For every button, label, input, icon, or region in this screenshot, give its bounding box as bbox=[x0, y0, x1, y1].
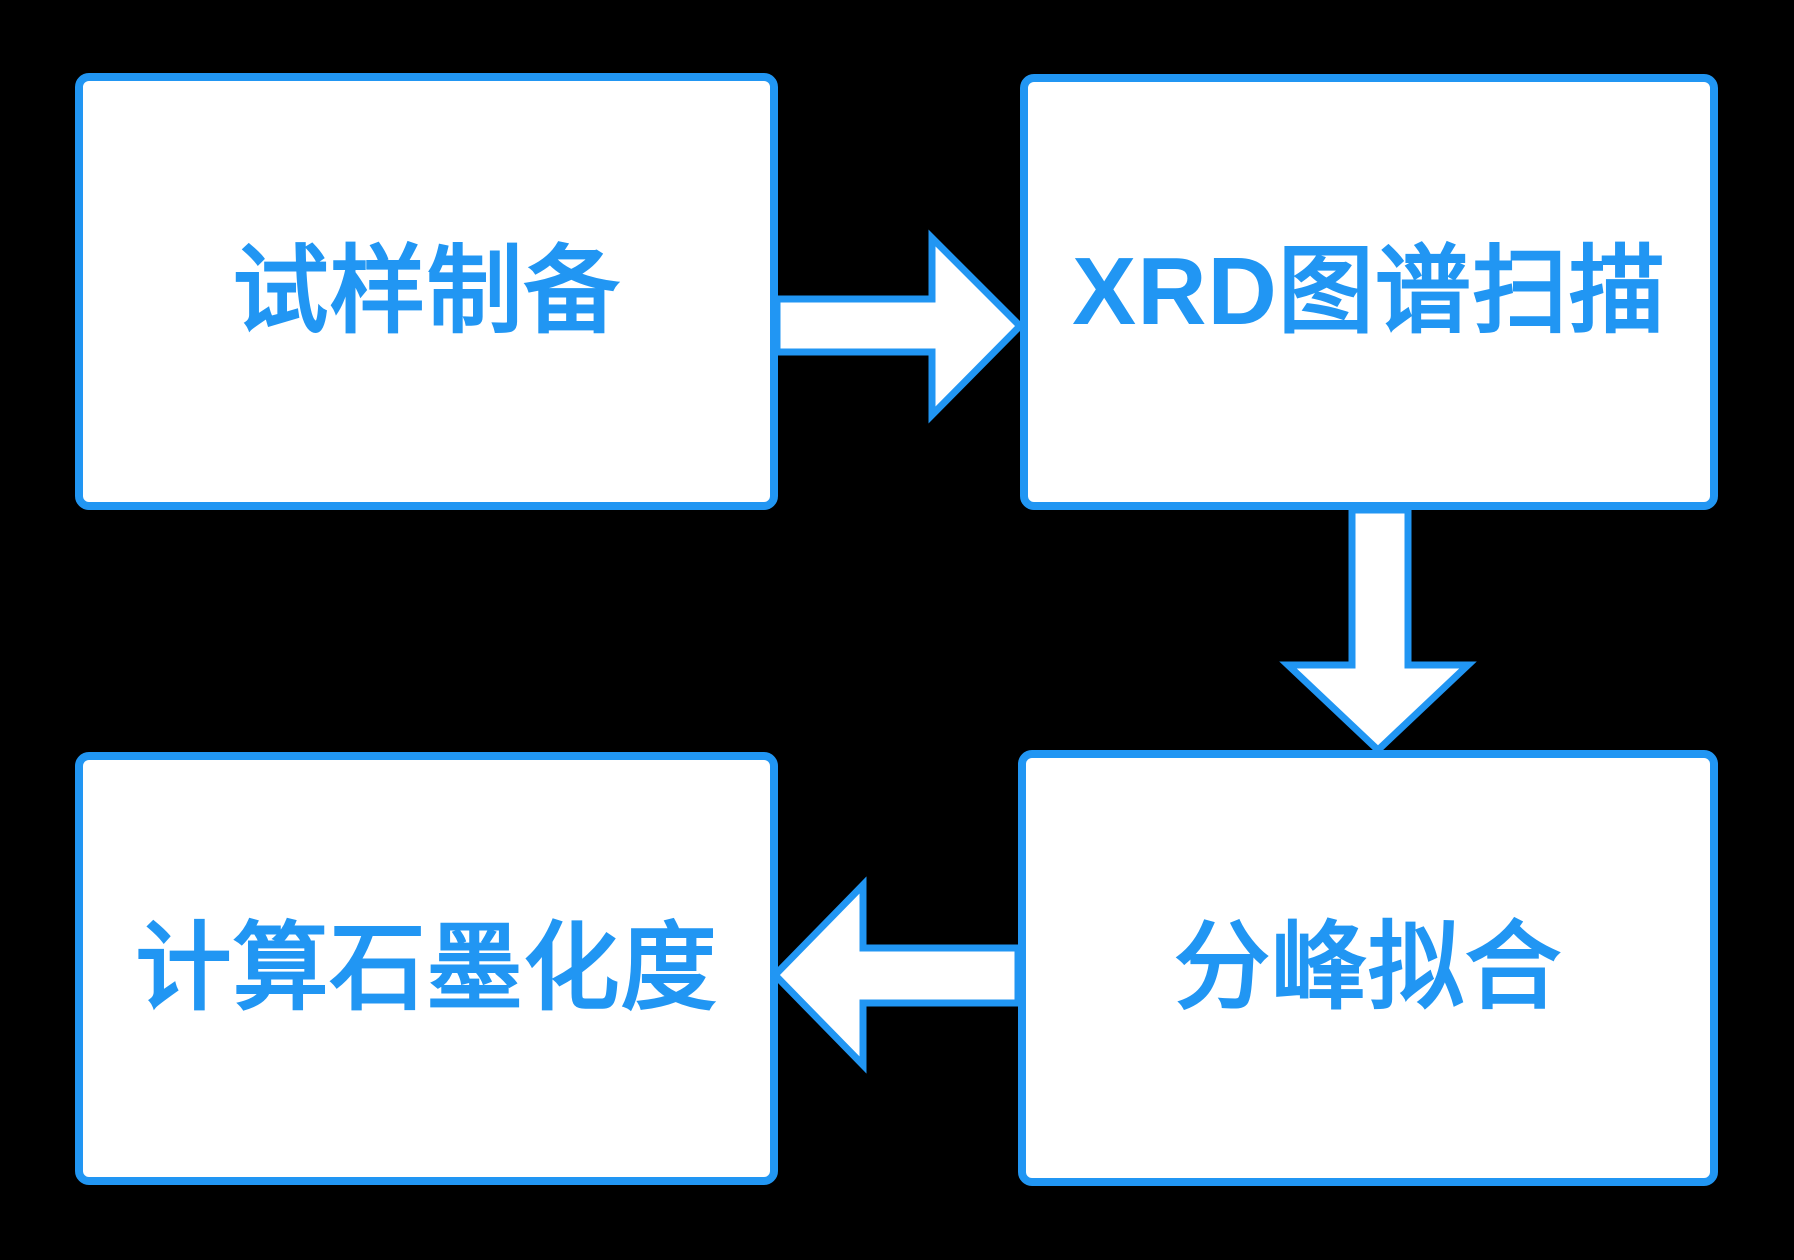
flow-node-peak-fitting: 分峰拟合 bbox=[1018, 750, 1718, 1186]
flow-node-label: 试样制备 bbox=[232, 237, 621, 345]
flow-node-label: XRD图谱扫描 bbox=[1072, 238, 1666, 345]
flow-node-label: 分峰拟合 bbox=[1174, 914, 1562, 1021]
flow-node-calc-graphitization: 计算石墨化度 bbox=[75, 752, 778, 1185]
flow-node-xrd-pattern-scan: XRD图谱扫描 bbox=[1020, 74, 1718, 510]
flow-node-label: 计算石墨化度 bbox=[135, 914, 718, 1022]
arrow-left-icon bbox=[770, 876, 1022, 1074]
arrow-right-icon bbox=[773, 229, 1025, 424]
flow-node-sample-preparation: 试样制备 bbox=[75, 73, 778, 510]
arrow-down-icon bbox=[1279, 506, 1477, 755]
